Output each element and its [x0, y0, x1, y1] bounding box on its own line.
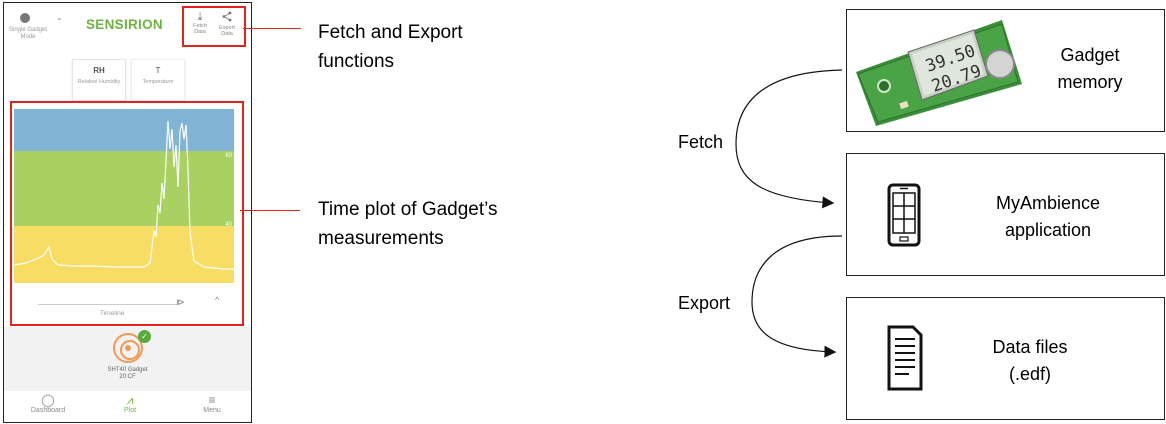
- brand-logo: SENSIRION: [86, 17, 163, 32]
- time-plot[interactable]: 60 40: [14, 109, 234, 283]
- timeline-slider[interactable]: [38, 304, 178, 305]
- callout-time-plot-line2: measurements: [318, 228, 444, 249]
- myambience-app-box: MyAmbience application: [846, 153, 1165, 276]
- dashboard-icon: ◯: [41, 393, 55, 407]
- y-tick-40: 40: [225, 222, 232, 228]
- tab-t-desc: Temperature: [142, 79, 174, 85]
- myambience-app-line2: application: [1004, 220, 1092, 240]
- export-step-label: Export: [678, 293, 731, 313]
- data-files-text: Data files (.edf): [975, 334, 1085, 388]
- callout-time-plot-line1: Time plot of Gadget’s: [318, 199, 498, 220]
- plot-band-high: [14, 109, 234, 151]
- gadget-mode-label[interactable]: Single Gadget Mode: [8, 27, 48, 40]
- tab-relative-humidity[interactable]: RH Relative Humidity: [72, 59, 126, 101]
- time-plot-highlight: [10, 101, 244, 326]
- tab-temperature[interactable]: T Temperature: [131, 59, 185, 101]
- callout-fetch-export-line2: functions: [318, 51, 395, 72]
- callout-leader-time-plot: [240, 210, 300, 211]
- gadget-name: SHT40 Gadget: [107, 367, 148, 373]
- chevron-up-icon[interactable]: ^: [215, 295, 220, 305]
- fetch-step-label: Fetch: [678, 132, 724, 152]
- nav-dashboard-label: Dashboard: [30, 407, 66, 414]
- connected-check-icon: ✓: [138, 330, 151, 343]
- fetch-data-label: Fetch Data: [193, 23, 207, 35]
- callout-time-plot: Time plot of Gadget’s measurements: [318, 195, 498, 253]
- plot-band-medium: [14, 151, 234, 226]
- fetch-export-highlight: [182, 6, 246, 47]
- tab-rh-desc: Relative Humidity: [77, 79, 121, 85]
- gadget-memory-line1: Gadget: [1060, 45, 1120, 65]
- share-icon: [215, 11, 239, 25]
- tab-rh-key: RH: [93, 66, 105, 75]
- timeline-label: Timeline: [100, 310, 125, 317]
- document-icon: [887, 325, 923, 391]
- callout-fetch-export: Fetch and Export functions: [318, 18, 463, 76]
- nav-menu-label: Menu: [203, 407, 221, 414]
- nav-dashboard[interactable]: ◯ Dashboard: [18, 393, 78, 414]
- export-data-button[interactable]: Export Data: [215, 11, 239, 37]
- smartphone-icon: [887, 183, 921, 247]
- menu-icon: ≡: [208, 393, 216, 407]
- y-tick-60: 60: [225, 153, 232, 159]
- app-header: Single Gadget Mode ⌄ SENSIRION ⤓ Fetch D…: [4, 3, 251, 49]
- sensor-board-icon: 39.50 20.79: [856, 20, 1022, 126]
- export-data-label: Export Data: [219, 25, 235, 37]
- bottom-navigation: ◯ Dashboard ⩘ Plot ≡ Menu: [4, 391, 251, 422]
- data-files-line1: Data files: [992, 337, 1068, 357]
- gadget-memory-line2: memory: [1057, 72, 1123, 92]
- nav-menu[interactable]: ≡ Menu: [182, 393, 242, 414]
- tab-t-key: T: [155, 66, 161, 75]
- nav-plot-label: Plot: [123, 407, 137, 414]
- data-files-box: Data files (.edf): [846, 297, 1165, 420]
- gadget-target-icon[interactable]: [113, 333, 143, 363]
- download-icon: ⤓: [197, 11, 203, 23]
- myambience-app-text: MyAmbience application: [973, 190, 1123, 244]
- fetch-data-button[interactable]: ⤓ Fetch Data: [188, 11, 212, 35]
- callout-leader-fetch-export: [243, 28, 301, 29]
- skip-to-end-icon[interactable]: ⧐: [176, 297, 185, 307]
- callout-fetch-export-line1: Fetch and Export: [318, 22, 463, 43]
- myambience-app-line1: MyAmbience: [995, 193, 1101, 213]
- gadget-mode-icon[interactable]: [20, 13, 30, 23]
- gadget-id: 20:CF: [119, 374, 136, 380]
- phone-screen: Single Gadget Mode ⌄ SENSIRION ⤓ Fetch D…: [3, 2, 252, 423]
- chevron-down-icon[interactable]: ⌄: [56, 13, 63, 22]
- data-files-line2: (.edf): [1008, 364, 1051, 384]
- gadget-memory-text: Gadget memory: [1035, 42, 1145, 96]
- plot-line: [14, 120, 234, 270]
- gadget-memory-box: 39.50 20.79 Gadget memory: [846, 9, 1165, 132]
- nav-plot[interactable]: ⩘ Plot: [100, 393, 160, 414]
- plot-icon: ⩘: [126, 393, 134, 407]
